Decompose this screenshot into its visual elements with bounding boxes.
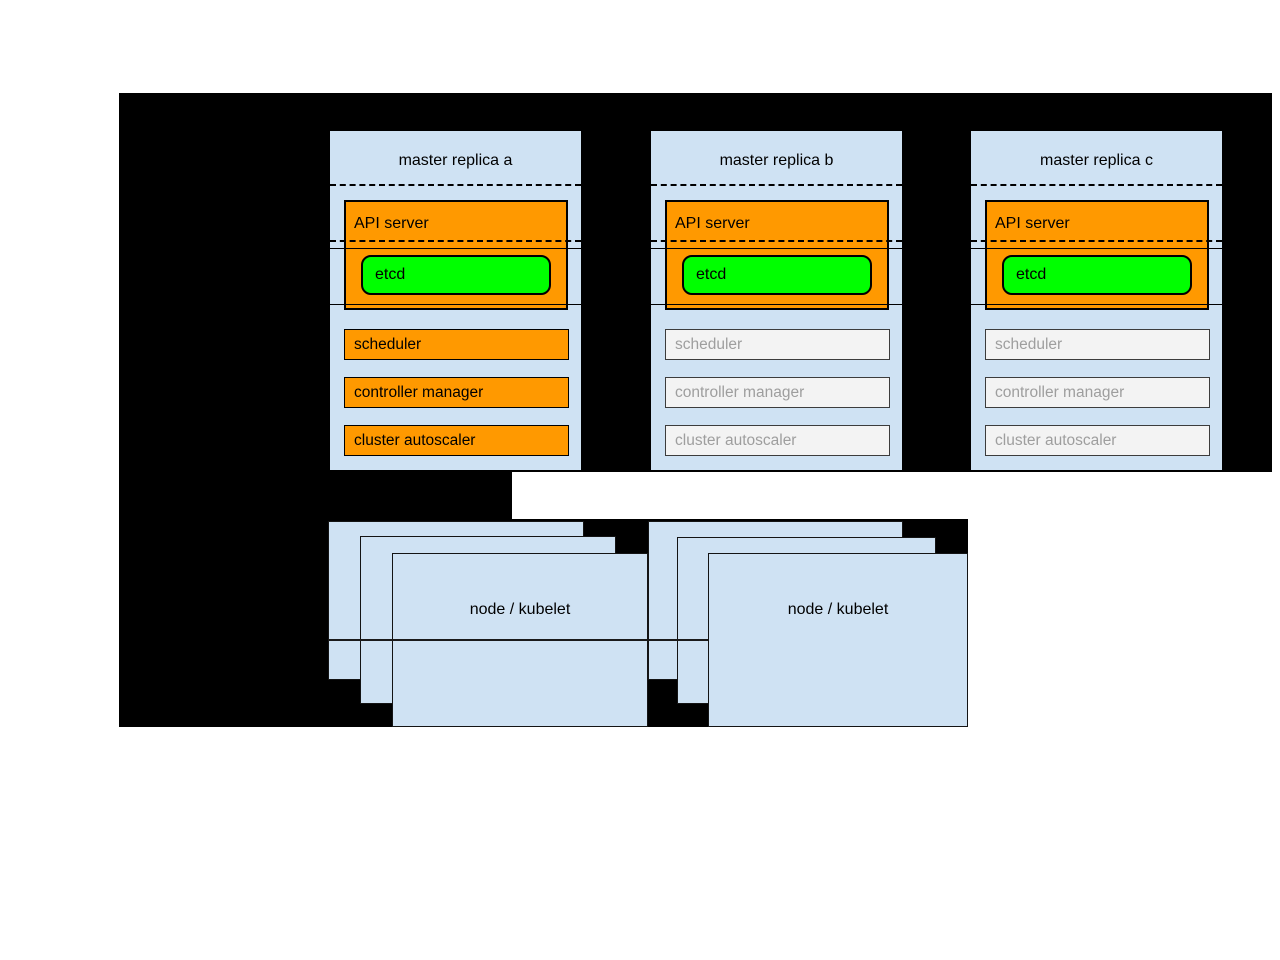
etcd-label: etcd: [696, 266, 727, 283]
controller-manager-label: controller manager: [995, 383, 1125, 401]
etcd-band-bottom-line: [330, 304, 581, 305]
cluster-autoscaler-label: cluster autoscaler: [995, 431, 1117, 449]
etcd-box: etcd: [682, 255, 872, 295]
cluster-autoscaler-box: cluster autoscaler: [665, 425, 890, 456]
node-stack2-front-box: node / kubelet: [708, 553, 968, 727]
master-boundary-dashed-line: [330, 184, 581, 186]
master-replica-a-title: master replica a: [398, 152, 513, 169]
node-compartment-line: [328, 639, 708, 641]
scheduler-box: scheduler: [344, 329, 569, 360]
cluster-autoscaler-box: cluster autoscaler: [985, 425, 1210, 456]
api-server-label: API server: [675, 215, 750, 232]
etcd-band-top-line: [330, 248, 581, 249]
etcd-band-top-line: [971, 248, 1222, 249]
etcd-band-top-line: [651, 248, 902, 249]
controller-manager-label: controller manager: [354, 383, 484, 401]
etcd-box: etcd: [361, 255, 551, 295]
etcd-box: etcd: [1002, 255, 1192, 295]
controller-manager-label: controller manager: [675, 383, 805, 401]
etcd-label: etcd: [375, 266, 406, 283]
controller-manager-box: controller manager: [665, 377, 890, 408]
scheduler-box: scheduler: [985, 329, 1210, 360]
cluster-autoscaler-label: cluster autoscaler: [675, 431, 797, 449]
etcd-band-bottom-line: [651, 304, 902, 305]
master-replica-a-box: master replica a API server etcd schedul…: [328, 129, 583, 472]
master-replica-c-box: master replica c API server etcd schedul…: [969, 129, 1224, 472]
scheduler-box: scheduler: [665, 329, 890, 360]
master-replica-b-box: master replica b API server etcd schedul…: [649, 129, 904, 472]
etcd-label: etcd: [1016, 266, 1047, 283]
api-boundary-dashed-line: [330, 240, 581, 242]
cluster-autoscaler-label: cluster autoscaler: [354, 431, 476, 449]
master-replica-b-title: master replica b: [719, 152, 834, 169]
api-server-box: API server etcd: [344, 200, 568, 310]
master-boundary-dashed-line: [971, 184, 1222, 186]
etcd-band-bottom-line: [971, 304, 1222, 305]
controller-manager-box: controller manager: [344, 377, 569, 408]
api-server-box: API server etcd: [665, 200, 889, 310]
node-kubelet-title: node / kubelet: [469, 601, 571, 618]
scheduler-label: scheduler: [354, 335, 422, 353]
api-boundary-dashed-line: [971, 240, 1222, 242]
master-replica-c-title: master replica c: [1040, 152, 1153, 169]
api-boundary-dashed-line: [651, 240, 902, 242]
api-server-box: API server etcd: [985, 200, 1209, 310]
scheduler-label: scheduler: [995, 335, 1063, 353]
api-server-label: API server: [995, 215, 1070, 232]
master-boundary-dashed-line: [651, 184, 902, 186]
node-kubelet-title: node / kubelet: [787, 601, 889, 618]
api-server-label: API server: [354, 215, 429, 232]
scheduler-label: scheduler: [675, 335, 743, 353]
cluster-autoscaler-box: cluster autoscaler: [344, 425, 569, 456]
controller-manager-box: controller manager: [985, 377, 1210, 408]
